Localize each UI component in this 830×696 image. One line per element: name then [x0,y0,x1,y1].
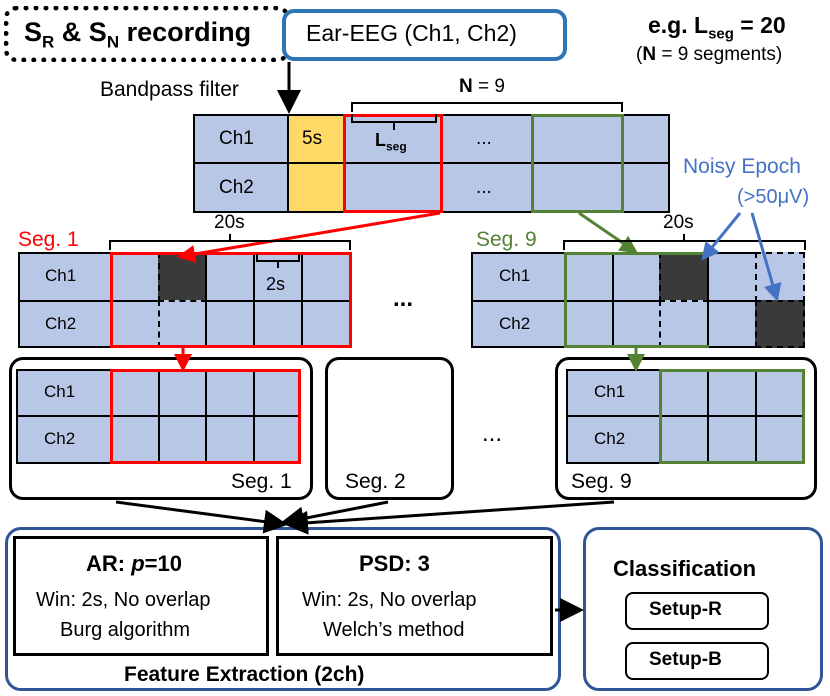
sb1-epoch-1-ch2 [110,415,160,464]
top-ch2-label: Ch2 [219,177,254,198]
ar-line1: Win: 2s, No overlap [36,589,211,611]
sb1-ch1: Ch1 [44,382,76,401]
ear-eeg-box [282,9,567,61]
seg1-row-label: Seg. 1 [18,228,79,251]
sb9-ch1: Ch1 [594,382,626,401]
setup-b-box [625,642,769,680]
top-dots-2: ... [476,177,492,198]
sb1-label: Seg. 1 [231,470,292,493]
bandpass-label: Bandpass filter [100,78,239,101]
setup-b-label: Setup-B [649,649,722,670]
sb9-ch1-label-cell [566,369,661,417]
twenty-s-left: 20s [214,212,245,233]
noisy-epoch-label: Noisy Epoch [683,155,801,178]
seg9-epoch-5-ch2 [755,300,805,348]
ar-title: AR: p=10 [86,551,182,576]
seg9-epoch-3-ch1 [659,252,709,302]
sb9-label: Seg. 9 [571,470,632,493]
twenty-s-bracket-right [563,240,806,250]
noisy-arrow-1 [701,212,742,261]
ar-line2: Burg algorithm [60,619,191,641]
setup-r-box [625,592,769,630]
merge-arrow-1 [115,500,288,534]
top-seg1-frame [343,114,443,213]
psd-title: PSD: 3 [359,551,430,576]
sb1-ch2: Ch2 [44,429,76,448]
lseg-bracket [351,114,437,123]
two-s-label: 2s [266,274,286,294]
feature-extraction-label: Feature Extraction (2ch) [124,663,365,686]
sb2-label: Seg. 2 [345,470,406,493]
setup-r-label: Setup-R [649,599,722,620]
example-lseg: e.g. Lseg = 20 [648,12,786,43]
seg1-row-frame [110,252,352,348]
lseg-label: Lseg [375,130,407,154]
twenty-s-right: 20s [663,212,694,233]
seg1-row-ch2: Ch2 [45,314,77,333]
seg9-row-ch2: Ch2 [499,314,531,333]
top-grid-mid-cell-ch2 [441,162,533,213]
classification-frame [583,527,823,691]
top-ch1-label: Ch1 [219,128,254,149]
example-n: (N = 9 segments) [636,44,783,65]
sb1-epoch-4-ch2 [253,415,301,464]
seg9-arrow [578,211,638,254]
seg9-row-label: Seg. 9 [476,228,537,251]
seg-row-middle-dots: ... [393,285,414,312]
sb9-epoch-2-ch1 [707,369,757,417]
sb9-frame [659,369,805,464]
classification-title: Classification [613,556,757,581]
psd-box [276,536,553,656]
segment-boxes-dots: ... [482,420,503,447]
segment-box-2 [325,357,454,500]
seg9-ch1-label-cell [471,252,566,302]
top-grid-ch1-label-cell [193,114,289,164]
seg1-ch1-label-cell [18,252,112,302]
psd-line1: Win: 2s, No overlap [302,589,477,611]
top-grid-ch2-label-cell [193,162,289,213]
seg1-ch2-label-cell [18,300,112,348]
two-s-bracket [256,254,300,262]
top-grid-5s-cell-ch2 [287,162,345,213]
ear-eeg-label: Ear-EEG (Ch1, Ch2) [306,20,517,46]
seg9-ch2-label-cell [471,300,566,348]
n-bracket [351,102,623,112]
seg1-row-ch1: Ch1 [45,266,77,285]
top-grid-end-cell-ch2 [622,162,670,213]
noisy-epoch-threshold: (>50μV) [737,186,810,208]
sb9-ch2: Ch2 [594,429,626,448]
psd-line2: Welch’s method [323,619,465,641]
sb1-ch2-label-cell [16,415,112,464]
seg9-row-frame [564,252,709,348]
top-grid-5s-cell-ch1 [287,114,345,164]
n-label: N = 9 [459,76,505,97]
noisy-arrow-2 [750,212,782,302]
top-seg9-frame [531,114,624,213]
seg9-row-ch1: Ch1 [499,266,531,285]
ar-box [13,536,269,656]
merge-arrow-3 [284,500,615,535]
sb1-frame [110,369,301,464]
top-dots-1: ... [476,128,492,149]
recording-title: SR & SN recording [24,17,252,52]
five-s-label: 5s [302,128,323,149]
seg1-arrow [177,211,441,263]
